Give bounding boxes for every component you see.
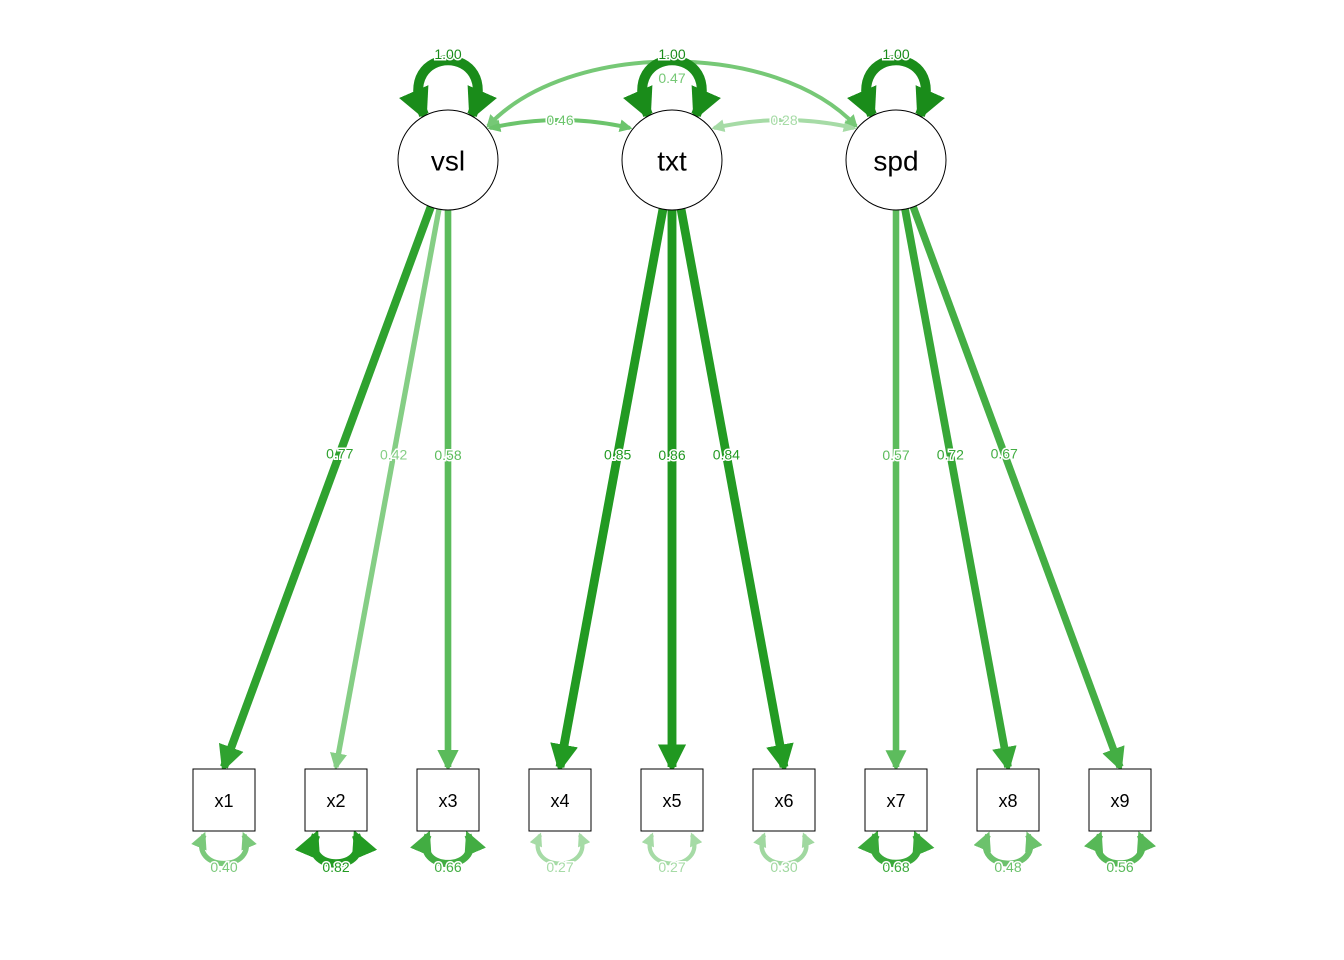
residual-label-x2: 0.82 <box>322 859 349 875</box>
residual-loop-x2 <box>294 829 378 868</box>
residual-loop-x5 <box>641 832 703 866</box>
residual-label-x8: 0.48 <box>994 859 1021 875</box>
variance-label-vsl: 1.00 <box>434 46 461 62</box>
variance-label-spd: 1.00 <box>882 46 909 62</box>
loading-label-x8: 0.72 <box>937 447 964 463</box>
loading-path-spd-x9 <box>909 205 1125 772</box>
latent-label-vsl: vsl <box>431 146 465 177</box>
loading-path-vsl-x2 <box>330 208 442 771</box>
loading-label-x1: 0.77 <box>326 445 353 461</box>
covariance-label-vsl-spd: 0.47 <box>658 70 685 86</box>
loading-path-spd-x8 <box>901 208 1017 772</box>
indicator-node-x2 <box>304 768 368 832</box>
indicator-label-x3: x3 <box>438 791 457 811</box>
indicator-node-x9 <box>1088 768 1152 832</box>
indicator-node-x1 <box>192 768 256 832</box>
residual-label-x7: 0.68 <box>882 859 909 875</box>
variance-loop-vsl <box>399 55 497 121</box>
loading-label-x2: 0.42 <box>380 447 407 463</box>
loading-label-x9: 0.67 <box>991 445 1018 461</box>
residual-label-x3: 0.66 <box>434 859 461 875</box>
residual-loop-x8 <box>973 831 1043 867</box>
loading-label-x6: 0.84 <box>713 447 740 463</box>
residual-label-x9: 0.56 <box>1106 859 1133 875</box>
loading-label-x3: 0.58 <box>434 447 461 463</box>
loading-label-x7: 0.57 <box>882 447 909 463</box>
latent-node-txt <box>621 109 723 211</box>
edges-layer <box>191 55 1156 868</box>
indicator-label-x9: x9 <box>1110 791 1129 811</box>
residual-loop-x1 <box>191 831 257 866</box>
residual-label-x6: 0.30 <box>770 859 797 875</box>
residual-label-x1: 0.40 <box>210 859 237 875</box>
loading-path-vsl-x1 <box>218 205 435 772</box>
indicator-node-x5 <box>640 768 704 832</box>
indicator-label-x2: x2 <box>326 791 345 811</box>
indicator-label-x7: x7 <box>886 791 905 811</box>
indicator-node-x8 <box>976 768 1040 832</box>
residual-loop-x4 <box>529 832 591 866</box>
residual-loop-x9 <box>1084 831 1156 867</box>
residual-label-x5: 0.27 <box>658 859 685 875</box>
indicator-label-x6: x6 <box>774 791 793 811</box>
covariance-label-vsl-txt: 0.46 <box>546 112 573 128</box>
latent-node-vsl <box>397 109 499 211</box>
residual-loop-x7 <box>857 830 935 868</box>
latent-label-spd: spd <box>873 146 918 177</box>
latent-node-spd <box>845 109 947 211</box>
latent-label-txt: txt <box>657 146 687 177</box>
residual-label-x4: 0.27 <box>546 859 573 875</box>
residual-loop-x6 <box>753 832 815 866</box>
residual-loop-x3 <box>410 830 486 867</box>
indicator-label-x5: x5 <box>662 791 681 811</box>
indicator-node-x3 <box>416 768 480 832</box>
indicator-node-x4 <box>528 768 592 832</box>
covariance-label-txt-spd: 0.28 <box>770 112 797 128</box>
indicator-label-x1: x1 <box>214 791 233 811</box>
indicator-node-x7 <box>864 768 928 832</box>
loading-path-txt-x6 <box>676 208 794 773</box>
nodes-layer: vsl txt spd x1 x2 x3 x4 x5 x6 x7 x8 x9 <box>192 109 1152 832</box>
loading-path-txt-x4 <box>550 208 668 773</box>
variance-label-txt: 1.00 <box>658 46 685 62</box>
indicator-label-x8: x8 <box>998 791 1017 811</box>
variance-loop-txt <box>623 55 721 121</box>
indicator-node-x6 <box>752 768 816 832</box>
labels-layer: 0.77 0.42 0.58 0.85 0.86 0.84 0.57 0.72 0.67 0.46… <box>209 45 1135 877</box>
loading-label-x4: 0.85 <box>604 447 631 463</box>
loading-label-x5: 0.86 <box>658 447 685 463</box>
variance-loop-spd <box>847 55 945 121</box>
indicator-label-x4: x4 <box>550 791 569 811</box>
